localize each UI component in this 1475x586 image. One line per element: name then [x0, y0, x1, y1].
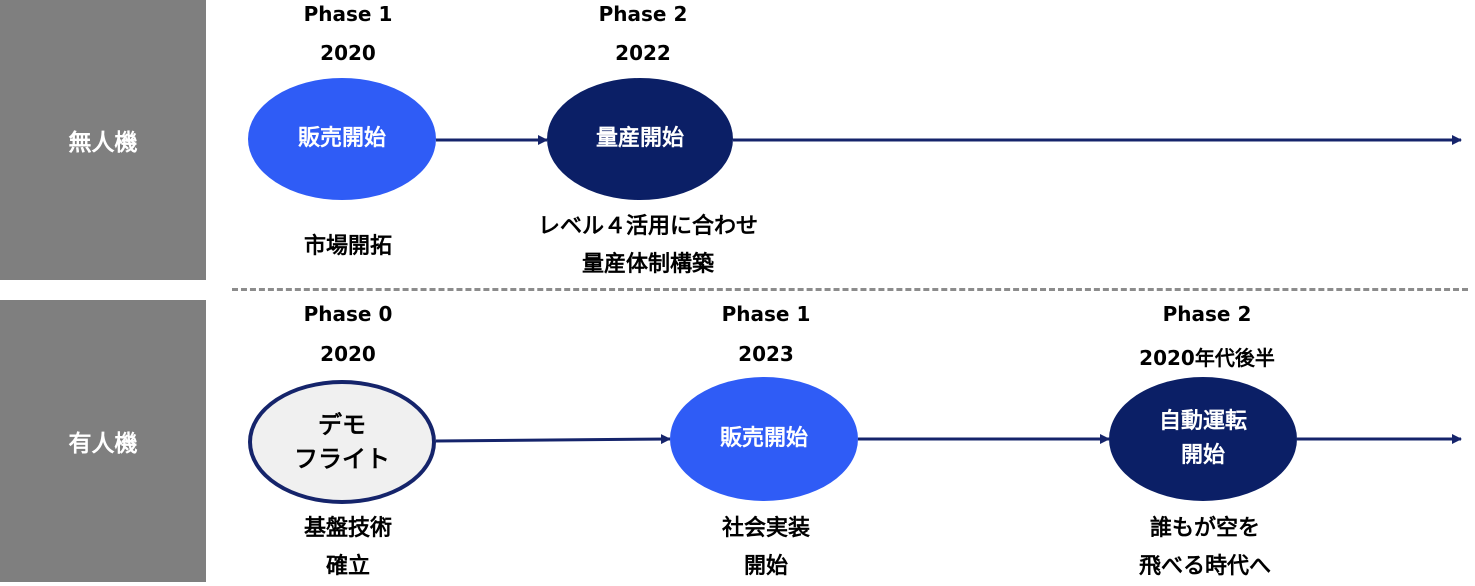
phase-label: Phase 2 — [1162, 302, 1252, 326]
row-label-unmanned: 無人機 — [0, 0, 206, 280]
milestone-description: レベル４活用に合わせ 量産体制構築 — [537, 214, 759, 277]
phase-label: Phase 0 — [303, 302, 393, 326]
phase-label: Phase 1 — [721, 302, 811, 326]
year-label: 2020年代後半 — [1139, 346, 1275, 370]
row-divider — [232, 288, 1468, 291]
row-label-manned: 有人機 — [0, 300, 206, 582]
milestone-node-sales-start: 販売開始 — [670, 377, 858, 501]
milestone-description: 社会実装 開始 — [721, 516, 811, 579]
year-label: 2020 — [320, 342, 376, 366]
milestone-node-autonomous-start: 自動運転 開始 — [1109, 377, 1297, 501]
year-label: 2020 — [320, 41, 376, 65]
milestone-node-demo-flight: デモ フライト — [248, 380, 436, 504]
arrow-manned-1 — [435, 434, 671, 445]
milestone-node-sales-start: 販売開始 — [248, 78, 436, 200]
milestone-description: 誰もが空を 飛べる時代へ — [1138, 516, 1272, 579]
milestone-description: 基盤技術 確立 — [303, 516, 393, 579]
year-label: 2022 — [615, 41, 671, 65]
phase-label: Phase 1 — [303, 2, 393, 26]
year-label: 2023 — [738, 342, 794, 366]
milestone-description: 市場開拓 — [303, 234, 393, 259]
milestone-node-mass-production: 量産開始 — [547, 78, 733, 200]
phase-label: Phase 2 — [598, 2, 688, 26]
